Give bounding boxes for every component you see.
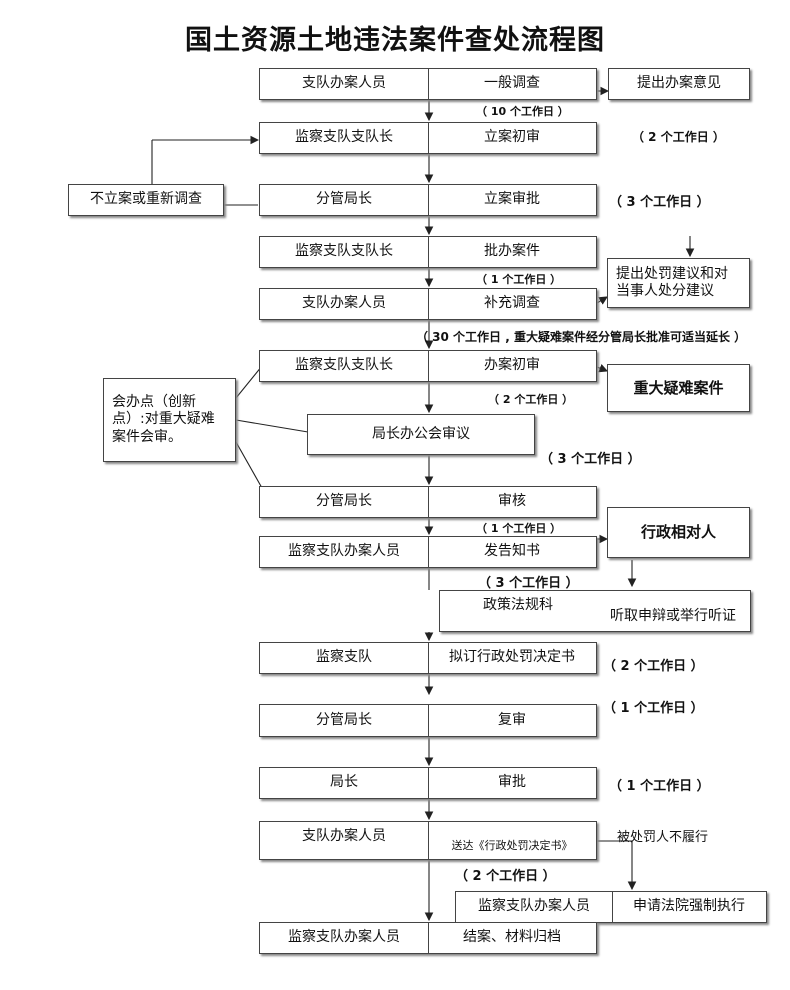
step-role: 监察支队办案人员 bbox=[288, 929, 400, 946]
policy-dept-label: 政策法规科 bbox=[483, 597, 553, 613]
step-filing-approval: 分管局长 立案审批 bbox=[259, 184, 597, 216]
step-role: 监察支队 bbox=[316, 649, 372, 666]
step-action: 立案初审 bbox=[484, 129, 540, 146]
step-role: 分管局长 bbox=[316, 711, 372, 728]
step-action: 审核 bbox=[498, 493, 526, 510]
policy-hearing-box: 政策法规科 听取申辩或举行听证 bbox=[439, 590, 751, 632]
step-role: 分管局长 bbox=[316, 493, 372, 510]
duration-note: （ 10 个工作日 ） bbox=[476, 105, 569, 118]
step-action: 审批 bbox=[498, 774, 526, 791]
step-action: 一般调查 bbox=[484, 75, 540, 92]
duration-note: （ 3 个工作日 ） bbox=[478, 576, 579, 591]
non-compliance-note: 被处罚人不履行 bbox=[617, 830, 709, 845]
step-re-review: 分管局长 复审 bbox=[259, 704, 597, 737]
duration-note: （ 2 个工作日 ） bbox=[603, 659, 704, 674]
step-role: 监察支队支队长 bbox=[295, 129, 393, 146]
step-final-approval: 局长 审批 bbox=[259, 767, 597, 799]
duration-note: （ 1 个工作日 ） bbox=[603, 701, 704, 716]
step-action: 发告知书 bbox=[484, 543, 540, 560]
propose-penalty-box: 提出处罚建议和对当事人处分建议 bbox=[607, 258, 750, 308]
step-action: 送达《行政处罚决定书》 bbox=[451, 839, 573, 853]
step-assign-case: 监察支队支队长 批办案件 bbox=[259, 236, 597, 268]
duration-note: （ 1 个工作日 ） bbox=[476, 522, 562, 535]
not-filed-box: 不立案或重新调查 bbox=[68, 184, 224, 216]
step-action: 立案审批 bbox=[484, 191, 540, 208]
step-general-investigation: 支队办案人员 一般调查 bbox=[259, 68, 597, 100]
step-role: 监察支队支队长 bbox=[295, 357, 393, 374]
step-draft-decision: 监察支队 拟订行政处罚决定书 bbox=[259, 642, 597, 674]
duration-note: （ 1 个工作日 ） bbox=[609, 779, 710, 794]
duration-note: （ 2 个工作日 ） bbox=[488, 393, 574, 406]
party-box: 行政相对人 bbox=[607, 507, 750, 558]
director-meeting-box: 局长办公会审议 bbox=[307, 414, 535, 455]
enforcement-box: 监察支队办案人员 申请法院强制执行 bbox=[455, 891, 767, 923]
enforce-role: 监察支队办案人员 bbox=[478, 898, 590, 915]
step-role: 局长 bbox=[330, 774, 358, 791]
step-action: 补充调查 bbox=[484, 295, 540, 312]
duration-note: （ 1 个工作日 ） bbox=[476, 273, 562, 286]
duration-note: （ 30 个工作日 , 重大疑难案件经分管局长批准可适当延长 ） bbox=[416, 330, 747, 344]
duration-note: （ 2 个工作日 ） bbox=[455, 869, 556, 884]
major-case-box: 重大疑难案件 bbox=[607, 364, 750, 412]
page-title: 国土资源土地违法案件查处流程图 bbox=[185, 25, 605, 56]
step-audit: 分管局长 审核 bbox=[259, 486, 597, 518]
step-action: 复审 bbox=[498, 711, 526, 728]
step-role: 支队办案人员 bbox=[302, 828, 386, 844]
step-supplementary-investigation: 支队办案人员 补充调查 bbox=[259, 288, 597, 320]
step-role: 监察支队支队长 bbox=[295, 243, 393, 260]
step-case-prereview: 监察支队支队长 办案初审 bbox=[259, 350, 597, 382]
joint-review-box: 会办点（创新点）:对重大疑难案件会审。 bbox=[103, 378, 236, 462]
propose-opinion-box: 提出办案意见 bbox=[608, 68, 750, 100]
step-role: 支队办案人员 bbox=[302, 295, 386, 312]
step-notice: 监察支队办案人员 发告知书 bbox=[259, 536, 597, 568]
duration-note: （ 3 个工作日 ） bbox=[540, 452, 641, 467]
hearing-label: 听取申辩或举行听证 bbox=[610, 607, 736, 624]
step-action: 办案初审 bbox=[484, 357, 540, 374]
step-deliver-decision: 支队办案人员 送达《行政处罚决定书》 bbox=[259, 821, 597, 860]
step-role: 支队办案人员 bbox=[302, 75, 386, 92]
step-close-case: 监察支队办案人员 结案、材料归档 bbox=[259, 922, 597, 954]
duration-note: （ 2 个工作日 ） bbox=[632, 130, 725, 144]
step-action: 批办案件 bbox=[484, 243, 540, 260]
duration-note: （ 3 个工作日 ） bbox=[609, 195, 710, 210]
step-role: 分管局长 bbox=[316, 191, 372, 208]
step-action: 拟订行政处罚决定书 bbox=[449, 649, 575, 666]
step-role: 监察支队办案人员 bbox=[288, 543, 400, 560]
step-action: 结案、材料归档 bbox=[463, 929, 561, 946]
enforce-action: 申请法院强制执行 bbox=[633, 898, 745, 915]
step-filing-prereview: 监察支队支队长 立案初审 bbox=[259, 122, 597, 154]
